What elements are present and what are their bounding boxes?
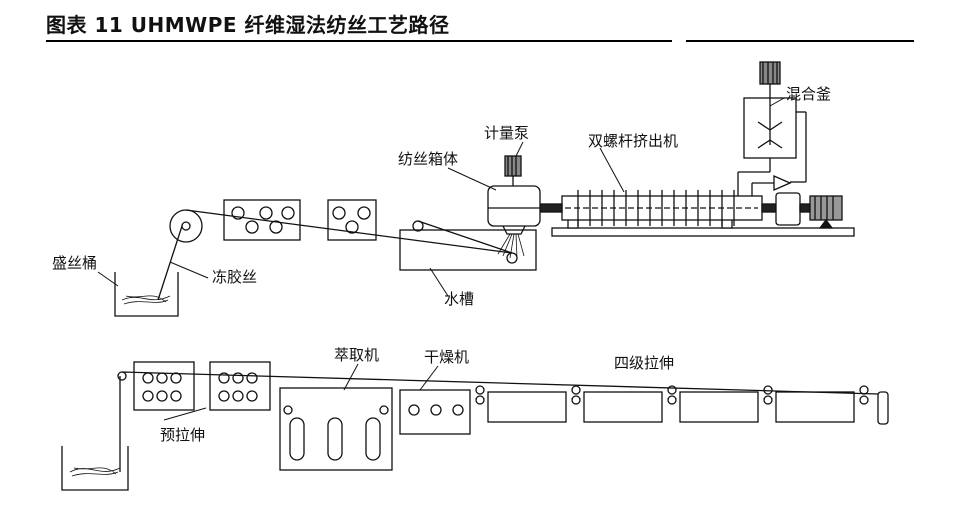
pre-draw-units bbox=[133, 361, 271, 411]
dryer-unit bbox=[399, 389, 471, 435]
water-bath bbox=[399, 220, 537, 271]
label-gel-fiber: 冻胶丝 bbox=[212, 268, 257, 286]
metering-pump bbox=[504, 155, 522, 186]
label-water-bath: 水槽 bbox=[444, 290, 474, 308]
four-stage-draw-units bbox=[475, 385, 889, 425]
label-spin-box: 纺丝箱体 bbox=[398, 150, 458, 168]
label-pre-draw: 预拉伸 bbox=[160, 426, 205, 444]
figure-title: 图表 11 UHMWPE 纤维湿法纺丝工艺路径 bbox=[46, 13, 450, 37]
label-mixer: 混合釜 bbox=[786, 85, 831, 103]
title-rule-gap bbox=[672, 39, 686, 43]
label-four-stage-draw: 四级拉伸 bbox=[614, 354, 674, 372]
label-extraction: 萃取机 bbox=[334, 346, 379, 364]
label-twin-screw-extruder: 双螺杆挤出机 bbox=[588, 132, 678, 150]
top-stretch-units bbox=[223, 199, 377, 241]
leader-lines bbox=[97, 97, 785, 421]
figure-header: 图表 11 UHMWPE 纤维湿法纺丝工艺路径 bbox=[0, 0, 970, 44]
title-rule bbox=[46, 40, 914, 42]
mixer bbox=[737, 61, 807, 196]
label-metering-pump: 计量泵 bbox=[484, 124, 529, 142]
label-dryer: 干燥机 bbox=[424, 348, 469, 366]
extraction-unit bbox=[279, 387, 393, 471]
label-fiber-bin: 盛丝桶 bbox=[52, 254, 97, 272]
fiber-bin-top bbox=[114, 209, 513, 317]
twin-screw-extruder bbox=[539, 190, 855, 237]
